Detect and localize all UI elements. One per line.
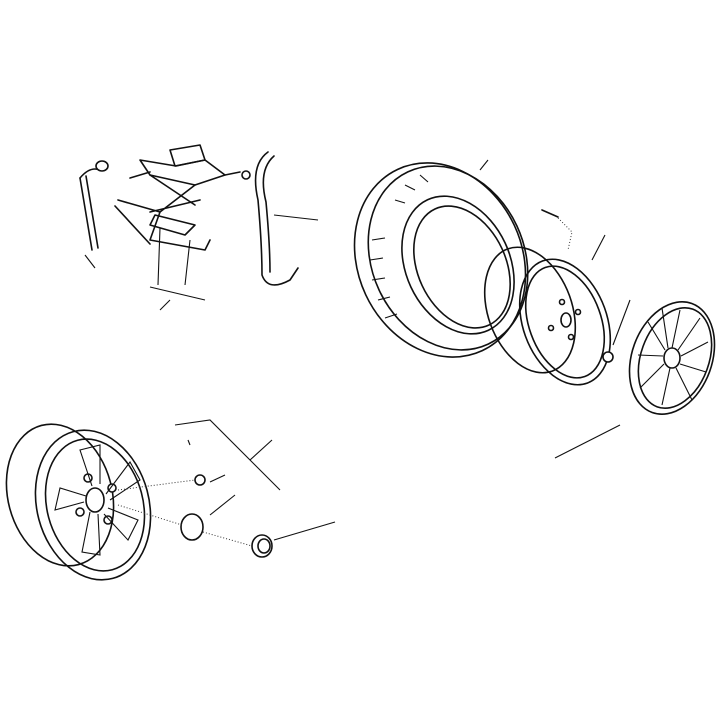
spare-wheel-strap-icon xyxy=(241,151,299,286)
tyre-valve-icon xyxy=(541,209,573,251)
jack-handle-icon xyxy=(114,205,151,245)
steel-rim-icon xyxy=(483,234,612,386)
alloy-wheel-icon xyxy=(5,423,152,581)
wheel-trim-icon xyxy=(554,301,716,459)
leader-lines-jack xyxy=(84,214,319,311)
alloy-wheel-nut-icon xyxy=(117,474,206,491)
centre-cap-icon xyxy=(117,504,204,541)
wheel-nut-icon xyxy=(602,299,631,363)
scissor-jack-icon xyxy=(117,144,241,251)
tyre-icon xyxy=(353,159,529,358)
wheel-brace-icon xyxy=(79,160,109,251)
nut-cover-icon xyxy=(202,531,273,558)
leader-lines-alloy xyxy=(174,419,336,541)
